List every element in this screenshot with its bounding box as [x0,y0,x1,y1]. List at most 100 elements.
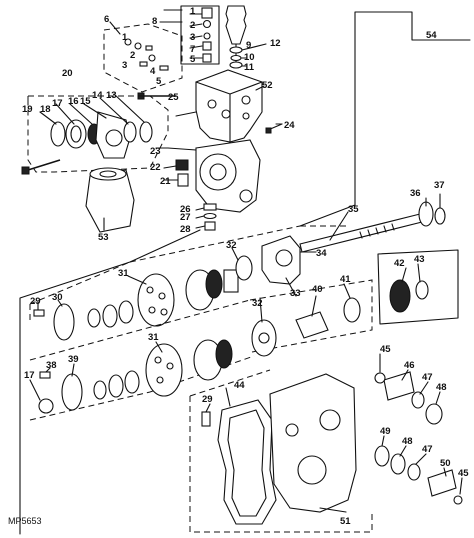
callout-labels: 1 2 3 4 5 6 1 2 3 7 5 8 9 10 11 12 13 14… [22,6,469,527]
callout-12: 12 [270,38,281,49]
callout-50: 50 [440,458,451,469]
leaders-left [39,93,145,125]
leaders-26-28 [195,207,206,229]
lower-piston-shoes [215,339,233,369]
callout-43: 43 [414,254,425,265]
plate-32-upper [235,255,253,281]
spring-ring-6 [124,370,140,394]
valve-body-top [195,81,263,143]
callout-35: 35 [348,204,359,215]
leaders-coupler [37,263,421,311]
housing-51-port [319,409,341,431]
bolt-19 [27,159,61,171]
callout-31-lower: 31 [148,332,159,343]
callout-29: 29 [30,296,41,307]
leaders-upper-rotating [127,247,351,323]
callout-11: 11 [244,62,255,73]
gear-14 [123,121,137,143]
valve-port-3 [241,95,251,105]
cylinder-block-31 [137,273,175,327]
housing-port [239,189,253,203]
callout-34: 34 [316,248,327,259]
callout-52: 52 [262,80,273,91]
part-6b [134,42,142,50]
callout-28: 28 [180,224,191,235]
callout-38: 38 [46,360,57,371]
callout-1-right: 1 [190,6,196,17]
lower-bore-2 [166,362,174,370]
callout-44: 44 [234,380,245,391]
ring-17 [38,398,54,414]
valve-port-4 [242,112,250,120]
leaders-top-left [109,9,203,59]
callout-24: 24 [284,120,295,131]
ring-43 [415,280,429,300]
group-20-outline [27,95,169,173]
callout-26: 26 [180,204,191,215]
callout-1: 1 [122,32,128,43]
callout-23: 23 [150,146,161,157]
motor-housing-group [189,369,463,533]
leaders-bottom [319,435,463,513]
spring-ring-2 [102,304,118,328]
valve-port-1 [207,99,217,109]
fitting-22 [175,159,189,171]
leaders-top-right [241,43,267,91]
callout-9: 9 [246,40,251,51]
oil-filter [85,167,135,233]
washer-27 [203,212,217,220]
callout-36: 36 [410,188,421,199]
bolt-21 [175,111,197,117]
gasket-44 [217,399,277,525]
leaders-lower [29,341,163,401]
callout-48-lower: 48 [402,436,413,447]
callout-54: 54 [426,30,437,41]
cylinder-block-lower [145,343,183,397]
spring-ring-3 [118,300,134,324]
fitting-5 [202,53,212,63]
seal-17-inner [70,125,82,143]
pin-29-lower [201,411,211,427]
callout-6: 6 [104,14,109,25]
ring-13 [139,121,153,143]
housing-51-bore [297,455,327,485]
callout-5-left: 5 [156,76,162,87]
callout-17: 17 [52,98,63,109]
callout-27: 27 [180,212,191,223]
solenoid-plug [225,5,247,45]
charge-pump-group [21,95,169,175]
ring-10 [230,54,242,62]
part-6e [139,61,148,67]
leaders-mid [103,193,441,253]
callout-7: 7 [190,44,195,55]
plug-47 [411,391,425,409]
callout-17-lower: 17 [24,370,35,381]
callout-49: 49 [380,426,391,437]
group-8-bracket [180,5,220,65]
callout-20: 20 [62,68,73,79]
piston-bore-4 [160,308,168,316]
housing-inner-bore [209,163,227,181]
callout-46: 46 [404,360,415,371]
spring-ring-4 [93,380,107,400]
lower-bore-3 [156,376,164,384]
retainer-plate [223,269,239,293]
callout-31: 31 [118,268,129,279]
spool-46 [383,371,415,401]
callout-40: 40 [312,284,323,295]
valve-49 [374,445,390,467]
housing-51-hole [285,423,299,437]
callout-42: 42 [394,258,405,269]
spool-50 [427,469,457,497]
callout-2: 2 [130,50,135,61]
callout-32: 32 [226,240,237,251]
callout-37: 37 [434,180,445,191]
callout-29-lower: 29 [202,394,213,405]
pin-38 [39,371,51,379]
bolt-19-head [21,166,30,175]
ring-18 [50,121,66,147]
callout-18: 18 [40,104,51,115]
motor-housing-51 [269,373,357,513]
seat-48-lower [390,453,406,475]
